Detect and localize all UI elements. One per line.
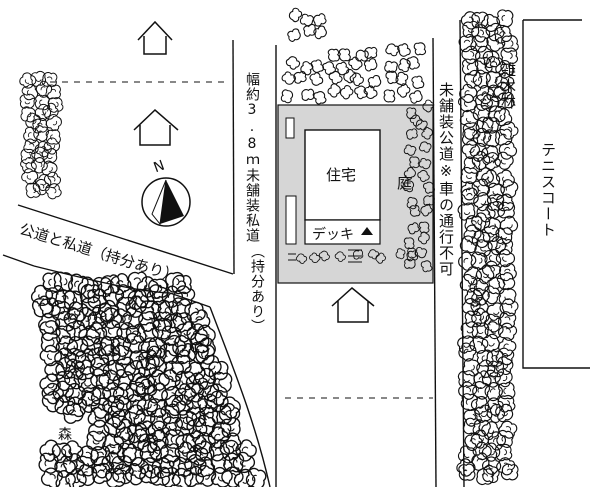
deck-label: デッキ	[312, 227, 354, 243]
private-road-label: 幅約3.8ｍ未舗装私道	[244, 72, 260, 243]
forest-label: 森	[58, 427, 72, 443]
house-outline-icon	[133, 20, 375, 323]
private-road-share-label: （持分あり）	[249, 244, 265, 334]
mixed-forest-label: 雑木林	[499, 62, 517, 110]
dashed-lines	[50, 81, 433, 399]
tennis-court-label: テニスコート	[539, 142, 557, 238]
deck-marker-icon	[361, 227, 373, 235]
house-label: 住宅	[326, 166, 357, 184]
public-road-label: 未舗装公道※車の通行不可	[437, 82, 455, 277]
north-arrow-icon	[141, 177, 191, 227]
garden-label: 庭	[397, 174, 413, 192]
